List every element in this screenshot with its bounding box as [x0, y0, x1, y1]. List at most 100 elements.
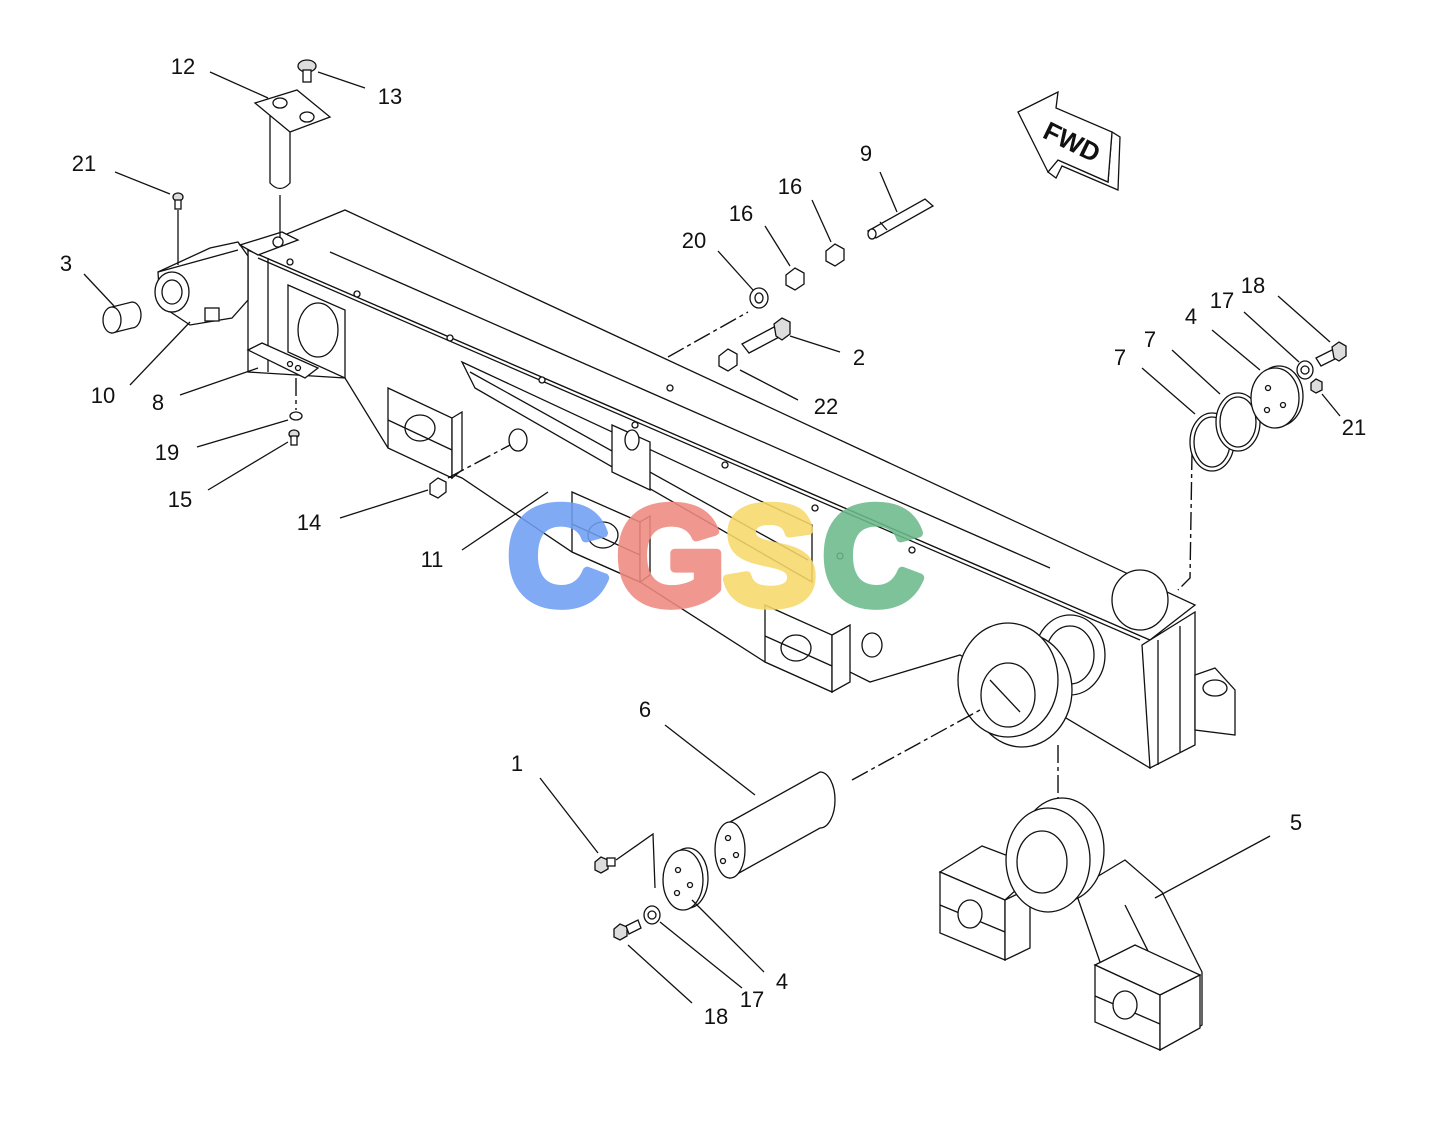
bolt-shank: [625, 919, 642, 935]
mounting-block: [387, 386, 463, 480]
pin-shaft: [269, 111, 291, 190]
screw-part-15: [288, 429, 300, 446]
bolt-shank: [174, 199, 182, 210]
seal-ring-part-7: [1215, 392, 1261, 452]
disc-hole: [674, 866, 682, 874]
leader-line: [196, 419, 289, 448]
boss-bore: [1016, 830, 1068, 894]
fitting-1-thread: [606, 857, 616, 867]
block-hole: [780, 634, 812, 662]
retainer-plate: [253, 89, 332, 133]
bracket-pad-hole: [272, 236, 284, 248]
block-side: [639, 514, 651, 584]
plate-8-hole: [286, 360, 294, 368]
beam-hole: [908, 546, 916, 554]
watermark-letter: G: [617, 477, 726, 634]
bolt-18-head: [1331, 341, 1347, 362]
callout-label: 14: [297, 510, 321, 535]
callout-label: 3: [60, 251, 72, 276]
washer-part-17: [1296, 360, 1314, 380]
callout-label: 13: [378, 84, 402, 109]
leader-line: [461, 491, 549, 551]
beam-side-hole: [861, 632, 883, 658]
forward-direction-arrow: FWD: [1017, 90, 1121, 191]
leader-line: [209, 71, 269, 99]
mounting-block: [571, 491, 651, 584]
leader-line: [539, 777, 599, 854]
leader-line: [811, 199, 832, 243]
beam-hole: [631, 421, 639, 429]
screw-shank: [302, 69, 312, 83]
pivot-boss-bore: [980, 662, 1036, 728]
callout-label: 17: [740, 987, 764, 1012]
arrow-face: [1017, 90, 1113, 183]
callout-label: 2: [853, 345, 865, 370]
bolt-2-head: [773, 317, 791, 341]
beam-right-foot: [1194, 667, 1236, 736]
callout-label: 18: [1241, 273, 1265, 298]
beam-hole: [721, 461, 729, 469]
beam-side-hole: [508, 428, 528, 452]
pin-9-body: [866, 198, 935, 239]
callout-label: 21: [1342, 415, 1366, 440]
callout-label: 16: [778, 174, 802, 199]
beam-end-plate: [1141, 610, 1196, 770]
callout-label: 8: [152, 390, 164, 415]
bolt-head: [613, 923, 628, 941]
disc-hole: [686, 881, 694, 889]
washer-part-20: [749, 287, 769, 309]
leader-line: [207, 441, 289, 491]
grease-fitting-part-1: [594, 856, 616, 874]
leader-lines: [83, 71, 1341, 1004]
disc-hole: [1263, 406, 1271, 414]
leader-line: [179, 367, 259, 396]
washer-part-19: [289, 411, 303, 421]
cover-disc-part-4-lower: [662, 847, 709, 911]
pin-6-hole: [732, 851, 740, 859]
disc-hole: [673, 889, 681, 897]
leader-line: [879, 171, 898, 213]
bolt-part-2: [741, 317, 791, 354]
callout-label: 10: [91, 383, 115, 408]
fitting-1-guide-line: [615, 832, 656, 889]
bracket-top-edge: [157, 249, 239, 273]
pin-6-hole: [724, 834, 732, 842]
bolt-part-21-left: [172, 192, 184, 210]
washer-17-inner: [1300, 365, 1310, 375]
block-hole: [404, 414, 436, 442]
beam-hole: [353, 290, 361, 298]
ring-inner: [1219, 396, 1257, 448]
beam-hole: [286, 258, 294, 266]
leader-line: [691, 899, 765, 973]
beam-hole: [836, 552, 844, 560]
leader-line: [317, 71, 366, 89]
block-split-line: [387, 419, 453, 451]
callout-label: 17: [1210, 288, 1234, 313]
fitting-1-hex: [594, 856, 609, 874]
washer-part-17-lower: [643, 905, 661, 925]
leader-line: [129, 321, 191, 386]
nut-part-16: [785, 267, 805, 291]
pin-6-end: [714, 821, 746, 879]
disc-face: [662, 849, 704, 911]
callout-label: 7: [1114, 345, 1126, 370]
main-beam: [246, 209, 1236, 770]
leader-line: [1277, 295, 1331, 343]
block-split-line: [571, 523, 641, 556]
screw-15-shank: [290, 435, 298, 446]
pivot-bore-shade: [989, 679, 1021, 713]
callout-label: 15: [168, 487, 192, 512]
callout-label: 4: [776, 969, 788, 994]
callout-labels: 12 13 21 3 10 8 19 15 14 11 20 16 16 9 2…: [60, 54, 1366, 1029]
fitting-part-21-right: [1310, 378, 1323, 394]
leader-line: [1171, 349, 1221, 395]
disc-face: [1250, 367, 1300, 429]
leader-line: [764, 225, 791, 267]
beam-top-face: [246, 209, 1197, 641]
nut-14-guide-line: [447, 444, 511, 479]
washer-20-inner: [754, 292, 764, 304]
block-side: [451, 410, 463, 480]
watermark-letter: S: [723, 477, 816, 634]
pin-6-hole: [719, 857, 727, 865]
callout-label: 22: [814, 394, 838, 419]
